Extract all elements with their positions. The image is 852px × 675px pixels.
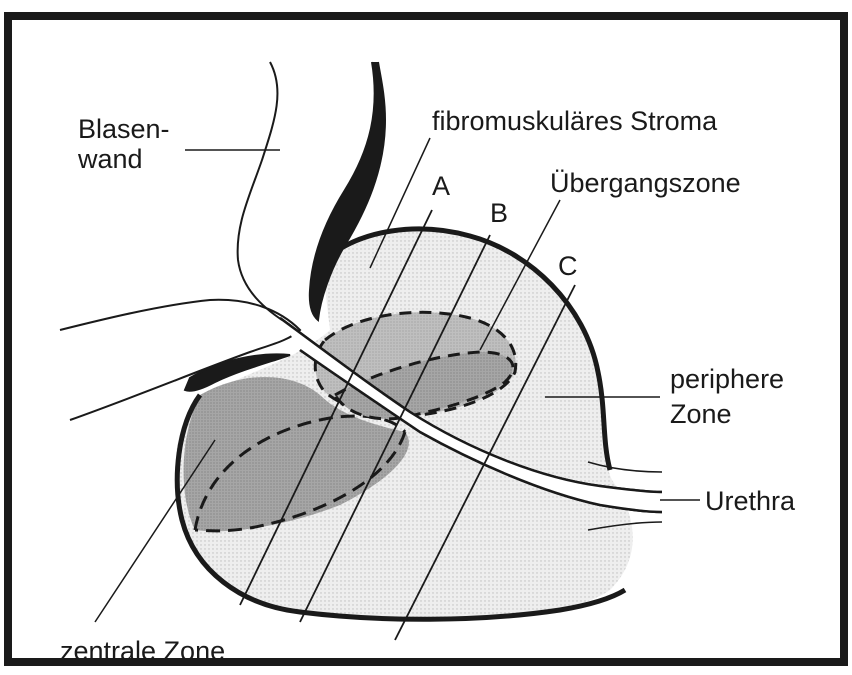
label-zentrale-zone: zentrale Zone (60, 636, 225, 666)
label-a: A (432, 171, 450, 201)
label-periphere-line1: periphere (670, 364, 784, 394)
label-blasenwand-line1: Blasen- (78, 114, 170, 144)
label-b: B (490, 198, 508, 228)
label-stroma: fibromuskuläres Stroma (432, 106, 718, 136)
label-blasenwand-line2: wand (77, 144, 143, 174)
label-uebergangszone: Übergangszone (550, 168, 741, 198)
label-urethra: Urethra (705, 486, 796, 516)
label-periphere-line2: Zone (670, 399, 732, 429)
label-c: C (558, 251, 578, 281)
